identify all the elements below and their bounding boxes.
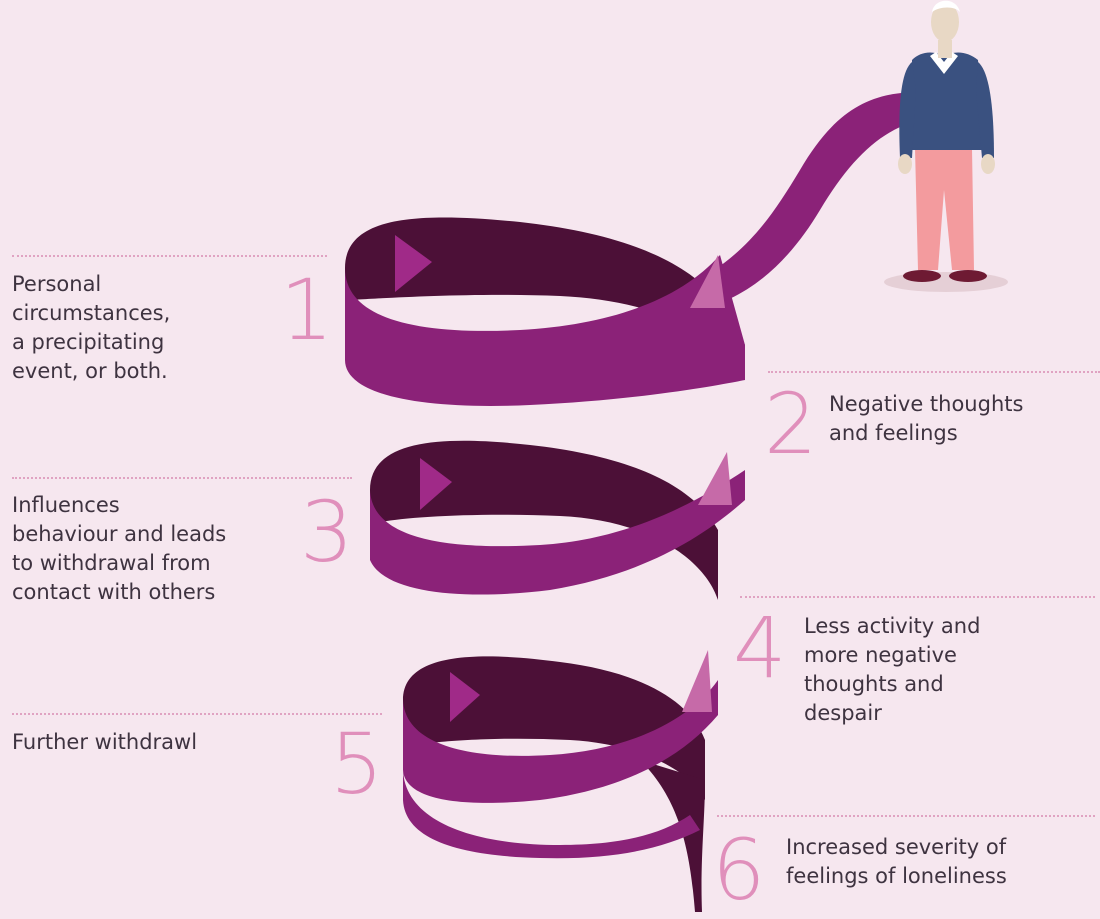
- divider-step-6: [717, 815, 1095, 817]
- standing-man-icon: [898, 0, 995, 282]
- step-text-line: and feelings: [829, 421, 958, 445]
- step-number-3: 3: [300, 483, 354, 581]
- divider-step-1: [12, 255, 327, 257]
- step-text-line: despair: [804, 701, 882, 725]
- step-text-line: event, or both.: [12, 359, 168, 383]
- step-text-line: Influences: [12, 493, 120, 517]
- divider-step-2: [768, 371, 1100, 373]
- divider-step-4: [740, 596, 1095, 598]
- divider-step-5: [12, 713, 382, 715]
- step-text-3: Influences behaviour and leads to withdr…: [12, 491, 226, 607]
- step-text-line: circumstances,: [12, 301, 171, 325]
- step-text-4: Less activity and more negative thoughts…: [804, 612, 980, 728]
- step-text-line: Further withdrawl: [12, 730, 198, 754]
- step-text-line: behaviour and leads: [12, 522, 227, 546]
- step-text-line: Personal: [12, 272, 102, 296]
- step-text-line: to withdrawal from: [12, 551, 211, 575]
- figure-shadow: [884, 272, 1008, 292]
- step-text-line: a precipitating: [12, 330, 165, 354]
- step-number-4: 4: [733, 599, 787, 697]
- step-number-1: 1: [280, 261, 334, 359]
- ribbon-front-surfaces: [345, 92, 920, 859]
- step-text-6: Increased severity of feelings of loneli…: [786, 833, 1007, 891]
- step-text-line: Increased severity of: [786, 835, 1007, 859]
- ribbon-arrow-markers: [395, 235, 732, 722]
- step-text-2: Negative thoughts and feelings: [829, 390, 1023, 448]
- step-text-1: Personal circumstances, a precipitating …: [12, 270, 170, 386]
- step-number-2: 2: [764, 375, 818, 473]
- ribbon-back-surfaces: [345, 217, 745, 912]
- step-number-6: 6: [712, 821, 766, 919]
- step-text-line: more negative: [804, 643, 957, 667]
- step-text-line: Negative thoughts: [829, 392, 1024, 416]
- step-text-5: Further withdrawl: [12, 728, 197, 757]
- step-number-5: 5: [330, 715, 384, 813]
- step-text-line: contact with others: [12, 580, 216, 604]
- divider-step-3: [12, 477, 352, 479]
- step-text-line: feelings of loneliness: [786, 864, 1007, 888]
- step-text-line: thoughts and: [804, 672, 944, 696]
- step-text-line: Less activity and: [804, 614, 981, 638]
